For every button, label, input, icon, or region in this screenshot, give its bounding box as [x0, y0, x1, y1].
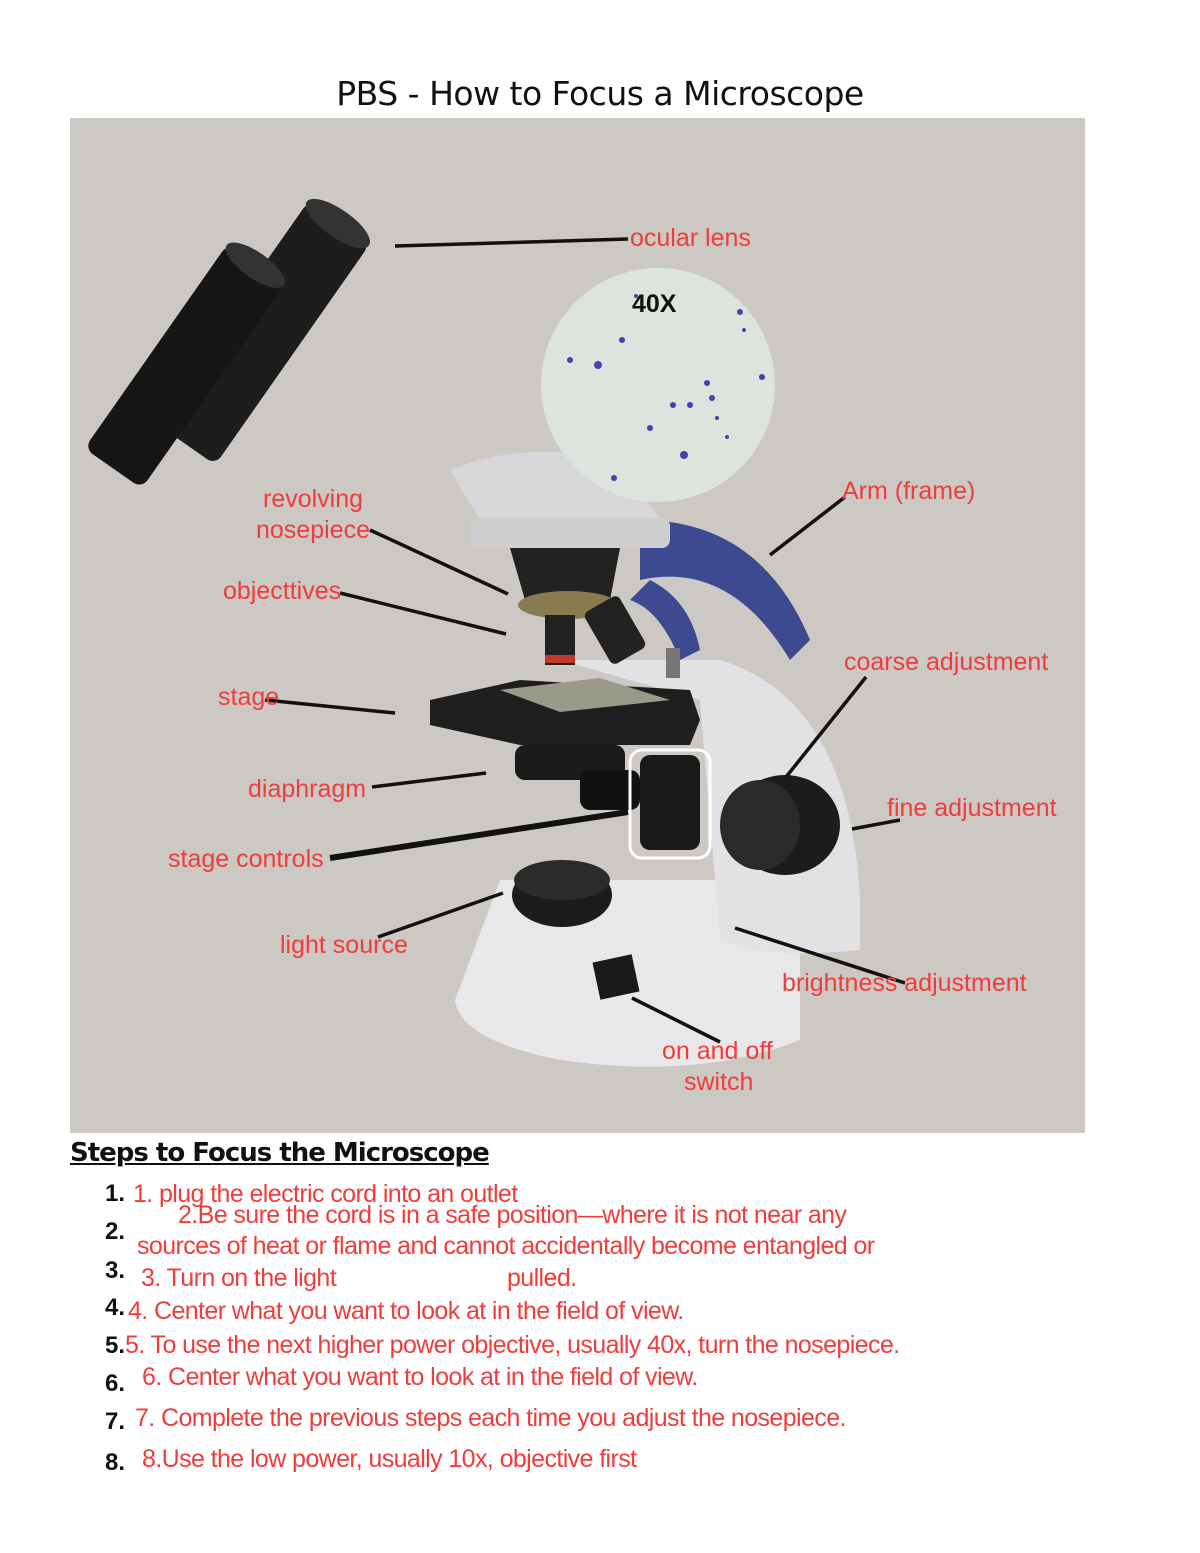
label-switch-line1: on and off [662, 1037, 773, 1065]
step-text: pulled. [507, 1264, 577, 1292]
label-light-source: light source [280, 931, 408, 959]
label-coarse-adjustment: coarse adjustment [844, 648, 1048, 676]
page-title: PBS - How to Focus a Microscope [336, 74, 864, 113]
microscope-illustration [88, 198, 860, 1067]
leader-lines [264, 237, 906, 1044]
step-text: 6. Center what you want to look at in th… [142, 1363, 698, 1391]
label-stage-controls: stage controls [168, 845, 324, 873]
steps-heading: Steps to Focus the Microscope [70, 1138, 490, 1168]
label-revolving-nosepiece-line2: nosepiece [256, 516, 370, 544]
step-number: 7. [105, 1408, 126, 1435]
label-ocular-lens: ocular lens [630, 224, 751, 252]
step-text: sources of heat or flame and cannot acci… [137, 1232, 875, 1260]
step-number: 3. [105, 1257, 126, 1284]
label-switch-line2: switch [684, 1068, 753, 1096]
label-arm: Arm (frame) [842, 477, 975, 505]
magnification-label: 40X [632, 290, 677, 318]
magnified-view-inset: 40X [541, 268, 775, 502]
step-text: 4. Center what you want to look at in th… [128, 1297, 684, 1325]
step-text: 1. plug the electric cord into an outlet [133, 1180, 518, 1208]
step-text: 7. Complete the previous steps each time… [135, 1404, 846, 1432]
step-number: 6. [105, 1370, 126, 1397]
label-diaphragm: diaphragm [248, 775, 366, 803]
step-number: 1. [105, 1180, 126, 1207]
step-number: 8. [105, 1449, 126, 1476]
label-revolving-nosepiece-line1: revolving [263, 485, 363, 513]
step-number: 5. [105, 1332, 126, 1359]
step-text: 5. To use the next higher power objectiv… [125, 1331, 900, 1359]
step-text: 8.Use the low power, usually 10x, object… [142, 1445, 637, 1473]
label-brightness-adjustment: brightness adjustment [782, 969, 1027, 997]
step-number: 2. [105, 1218, 126, 1245]
label-stage: stage [218, 683, 279, 711]
step-text: 3. Turn on the light [141, 1264, 337, 1292]
label-objectives: objecttives [223, 577, 341, 605]
step-text: 2.Be sure the cord is in a safe position… [178, 1201, 847, 1229]
label-fine-adjustment: fine adjustment [887, 794, 1057, 822]
step-number: 4. [105, 1294, 126, 1321]
